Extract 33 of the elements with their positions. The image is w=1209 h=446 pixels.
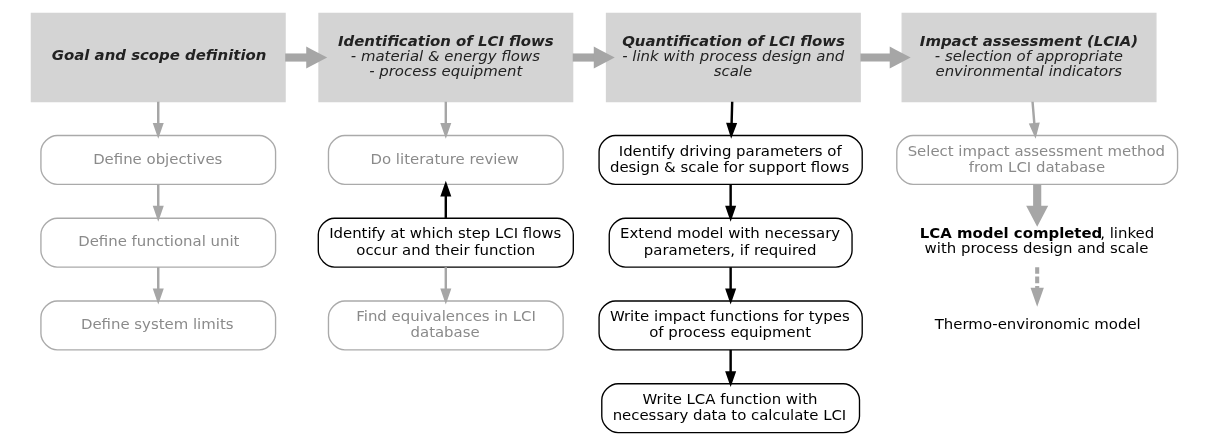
node-box: Define system limits [40,300,277,351]
arrow [440,101,452,139]
node-box: Extend model with necessary parameters, if required [608,217,853,268]
node-box: Select impact assessment method from LCI database [896,134,1179,185]
arrow [1028,101,1040,139]
arrow [726,101,738,139]
arrow [440,267,452,305]
arrow [152,184,164,222]
node-box: Write impact functions for types of process equipment [598,300,863,351]
arrow [725,267,737,305]
node-box: Quantification of LCI flows - link with process design and scale [605,12,861,103]
node-box: Impact assessment (LCIA) - selection of appropriate environmental indicators [901,12,1157,103]
arrow [1030,267,1044,307]
node-box: Define objectives [40,134,277,185]
node-box: Define functional unit [40,217,277,268]
arrow [1026,184,1049,227]
node-text: Thermo-environomic model [934,315,1141,334]
arrow [285,46,328,69]
node-box: Find equivalences in LCI database [327,300,564,351]
arrow [152,101,164,139]
arrow [725,349,737,388]
arrow [440,180,452,218]
node-box: Do literature review [327,134,564,185]
arrow [572,46,615,69]
arrow [152,267,164,305]
arrow [860,46,911,69]
node-box: Write LCA function with necessary data to calculate LCI [601,383,861,434]
node-box: Identify at which step LCI flows occur and their function [317,217,574,268]
node-text: LCA model completed, linked with process design and scale [919,224,1155,258]
node-box: Identify driving parameters of design & scale for support flows [598,134,863,185]
node-box: Identification of LCI flows - material & energy flows - process equipment [318,12,574,103]
arrow [725,184,737,222]
node-box: Goal and scope definition [30,12,286,103]
